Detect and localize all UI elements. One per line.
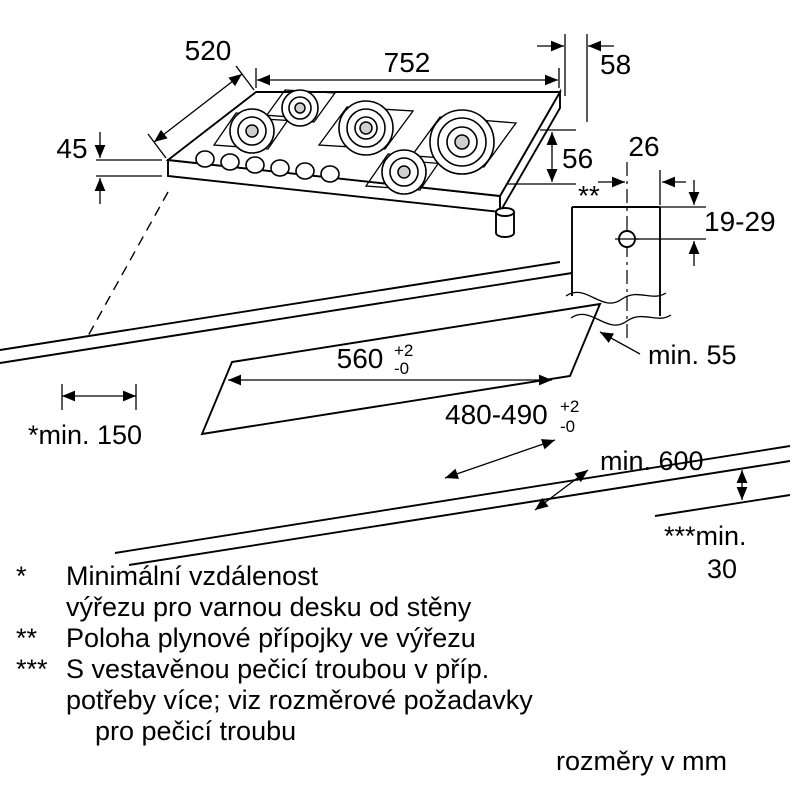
break-line-2 bbox=[570, 313, 672, 326]
control-knobs bbox=[195, 150, 340, 183]
dim-height-label: 45 bbox=[56, 133, 87, 164]
cutout-outline bbox=[200, 302, 602, 436]
dim-depth-520: 520 bbox=[147, 35, 255, 159]
dim-side-offset-58: 58 bbox=[537, 34, 631, 122]
pan-support-center bbox=[317, 106, 415, 150]
burner-front-center bbox=[381, 149, 427, 195]
dim-min-oven-label: ***min. bbox=[664, 521, 747, 551]
footnotes: * Minimální vzdálenost výřezu pro varnou… bbox=[16, 561, 533, 746]
dim-cutout-width-tol-minus: -0 bbox=[394, 359, 409, 378]
dim-min-worktop-depth: min. 600 bbox=[534, 446, 704, 511]
dim-min-wall-label: *min. 150 bbox=[28, 420, 142, 450]
burner-back-left bbox=[281, 89, 319, 127]
dim-min-side-label: min. 55 bbox=[648, 340, 737, 370]
footnote-1-line-2: výřezu pro varnou desku od stěny bbox=[66, 592, 472, 622]
dim-gas-offset-26: 26 ** bbox=[578, 131, 686, 211]
footnote-2-line-1: Poloha plynové přípojky ve výřezu bbox=[66, 623, 476, 653]
dim-min-oven-clearance: ***min. 30 bbox=[664, 470, 748, 584]
dim-width-752: 752 bbox=[255, 47, 560, 88]
dim-cutout-width: 560 +2 -0 bbox=[228, 341, 552, 386]
dim-cutout-depth-tol-minus: -0 bbox=[560, 417, 575, 436]
dim-min-oven-value: 30 bbox=[707, 554, 737, 584]
dim-cutout-depth-tol-plus: +2 bbox=[560, 397, 579, 416]
dim-cutout-width-tol-plus: +2 bbox=[394, 341, 413, 360]
dim-body-height-label: 56 bbox=[562, 143, 593, 174]
burner-wok-right bbox=[429, 109, 495, 175]
dim-height-45: 45 bbox=[56, 132, 162, 204]
dim-min-worktop-depth-label: min. 600 bbox=[600, 446, 704, 476]
worktop-front-edge-lines bbox=[114, 445, 791, 566]
footnote-1-line-1: Minimální vzdálenost bbox=[66, 561, 319, 591]
footnote-3-line-2: potřeby více; viz rozměrové požadavky bbox=[66, 685, 533, 715]
dim-side-offset-label: 58 bbox=[600, 49, 631, 80]
projection-dashed-line bbox=[87, 191, 169, 337]
dim-gas-depth-19-29: 19-29 bbox=[636, 180, 776, 266]
dim-cutout-depth: 480-490 +2 -0 bbox=[444, 397, 579, 479]
burner-mid-left bbox=[229, 108, 275, 154]
dim-gas-depth-label: 19-29 bbox=[704, 206, 776, 237]
footnote-3-line-3: pro pečicí troubu bbox=[95, 716, 296, 746]
burner-center bbox=[338, 100, 394, 156]
dim-body-height-56: 56 bbox=[508, 129, 593, 185]
dim-depth-label: 520 bbox=[185, 35, 232, 66]
dim-cutout-width-label: 560 bbox=[337, 343, 384, 374]
gas-connection-detail: 26 ** 19-29 min. 55 bbox=[565, 131, 776, 370]
gas-connection-stub bbox=[495, 207, 515, 238]
worktop-back-edge-lines bbox=[0, 261, 573, 364]
break-line-1 bbox=[565, 291, 667, 304]
dim-gas-offset-label: 26 bbox=[628, 131, 659, 162]
units-note: rozměry v mm bbox=[556, 746, 727, 776]
footnote-3-marker: *** bbox=[16, 654, 48, 684]
gas-marker-label: ** bbox=[578, 180, 600, 211]
pan-support-right bbox=[406, 116, 518, 168]
hob-top-view bbox=[165, 88, 562, 238]
footnote-2-marker: ** bbox=[16, 623, 38, 653]
dim-width-label: 752 bbox=[384, 47, 431, 78]
dim-min-wall-distance: *min. 150 bbox=[28, 384, 142, 450]
dim-cutout-depth-label: 480-490 bbox=[445, 399, 548, 430]
footnote-3-line-1: S vestavěnou pečicí troubou v příp. bbox=[66, 654, 489, 684]
footnote-1-marker: * bbox=[16, 561, 27, 591]
pan-support-back-left bbox=[262, 89, 337, 123]
pan-support-front bbox=[364, 153, 444, 191]
oven-clearance-line bbox=[654, 494, 791, 517]
dim-min-side-clearance: min. 55 bbox=[599, 331, 737, 370]
